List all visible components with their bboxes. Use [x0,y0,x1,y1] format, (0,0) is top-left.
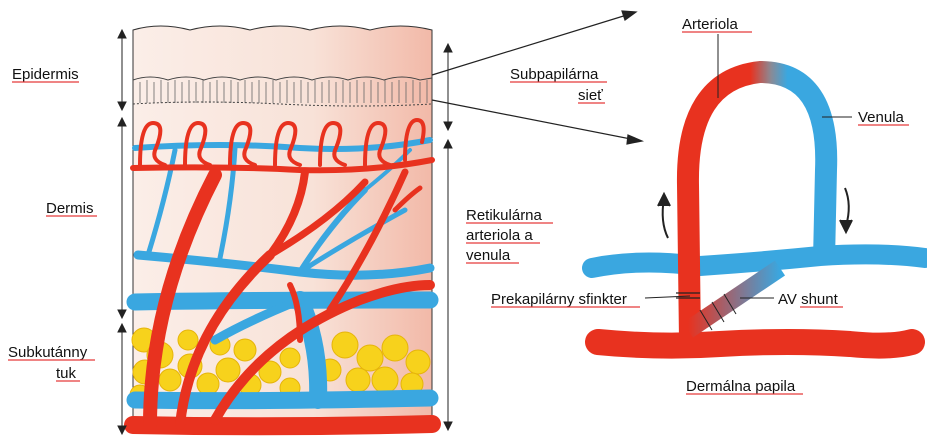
detail-av-shunt [688,268,780,330]
label-reticular-line1: Retikulárna [466,207,543,224]
middle-bracket-arrows [444,44,452,430]
detail-arteriole-horizontal [598,342,912,346]
label-subcutaneous-line2: tuk [56,365,77,382]
label-reticular-line2: arteriola a [466,227,533,244]
detail-venule-horizontal [592,254,925,268]
label-subcutaneous-line1: Subkutánny [8,344,88,361]
left-bracket-arrows [118,30,126,434]
label-dermal-papilla: Dermálna papila [686,378,796,395]
label-arteriole: Arteriola [682,16,739,33]
label-precapillary-sphincter: Prekapilárny sfinkter [491,291,627,308]
label-subpapillary-line1: Subpapilárna [510,66,599,83]
label-subpapillary-line2: sieť [578,87,603,104]
deep-vein-upper [135,300,430,302]
label-av-shunt: AV shunt [778,291,839,308]
label-reticular-line3: venula [466,247,511,264]
label-venule: Venula [858,109,905,126]
label-dermis: Dermis [46,200,94,217]
label-epidermis: Epidermis [12,66,79,83]
